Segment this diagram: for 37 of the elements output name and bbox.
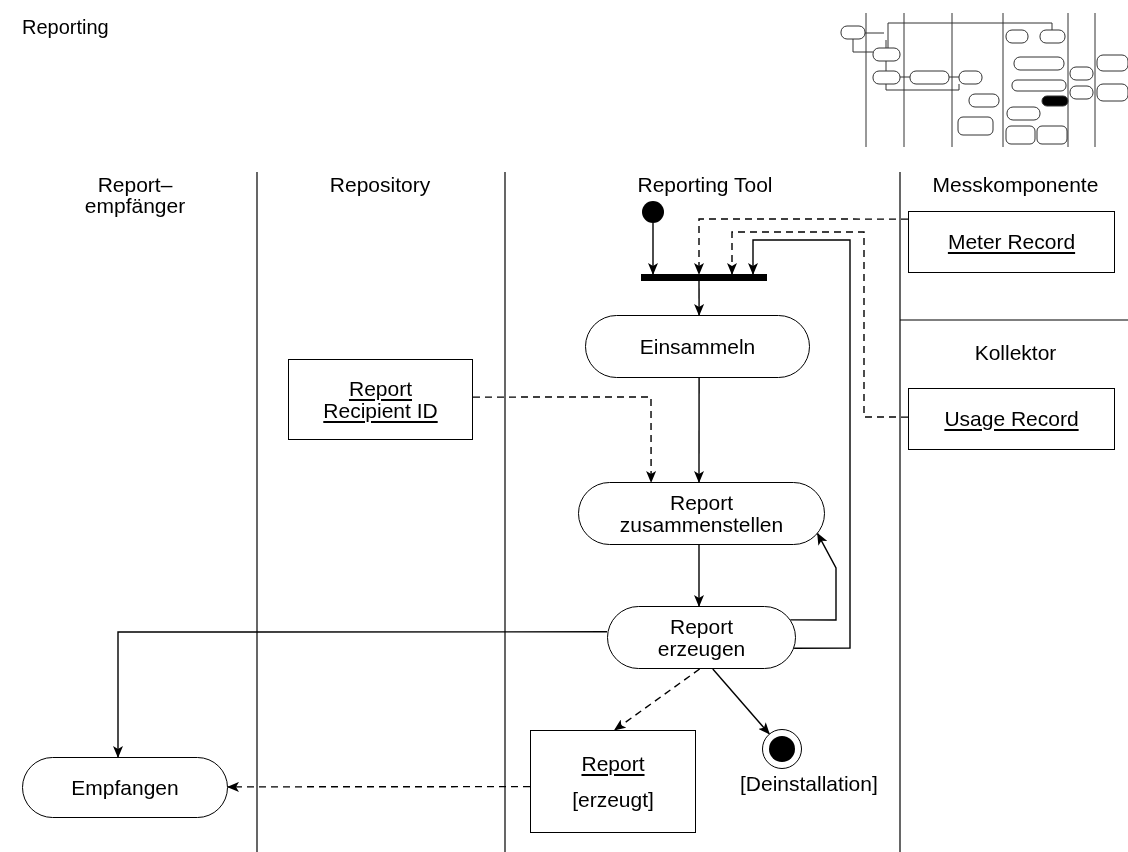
control-flow-arrow: [694, 544, 704, 607]
swimlane-heading: Kollektor: [973, 342, 1058, 363]
object-flow-arrow: [694, 218, 909, 275]
control-flow-arrow: [694, 280, 705, 316]
object-box: [530, 730, 696, 833]
action-label: Einsammeln: [639, 335, 756, 358]
swimlane-heading: Report– empfänger: [83, 174, 187, 216]
action-label: Report zusammenstellen: [618, 491, 785, 536]
action-label: Empfangen: [71, 776, 179, 799]
control-flow-arrow: [648, 222, 658, 275]
diagram-title: Reporting: [22, 16, 109, 39]
object-name: Meter Record: [947, 231, 1076, 253]
sync-bar: [641, 274, 767, 281]
control-flow-arrow: [113, 631, 608, 758]
control-flow-arrow: [789, 532, 837, 621]
object-flow-arrow: [613, 668, 701, 731]
initial-node: [642, 201, 664, 223]
control-flow-arrow: [694, 377, 704, 483]
action-label: Report erzeugen: [656, 615, 747, 660]
swimlane-heading: Reporting Tool: [636, 174, 774, 195]
final-node: [762, 729, 802, 769]
object-flow-arrow: [472, 396, 657, 483]
object-name: [erzeugt]: [572, 788, 654, 811]
object-box: [908, 388, 1115, 450]
guard-condition: [Deinstallation]: [740, 773, 878, 795]
swimlane-heading: Repository: [328, 174, 432, 195]
action-node: [578, 482, 825, 545]
control-flow-arrow: [748, 239, 851, 649]
object-name: Report Recipient ID: [322, 377, 439, 422]
object-box: [288, 359, 473, 440]
swimlane-heading: Messkomponente: [931, 174, 1100, 195]
object-flow-arrow: [727, 231, 909, 418]
object-box: [908, 211, 1115, 273]
object-name: Report: [581, 752, 645, 775]
object-name: Usage Record: [944, 408, 1079, 430]
control-flow-arrow: [712, 668, 770, 735]
object-flow-arrow: [227, 781, 531, 792]
